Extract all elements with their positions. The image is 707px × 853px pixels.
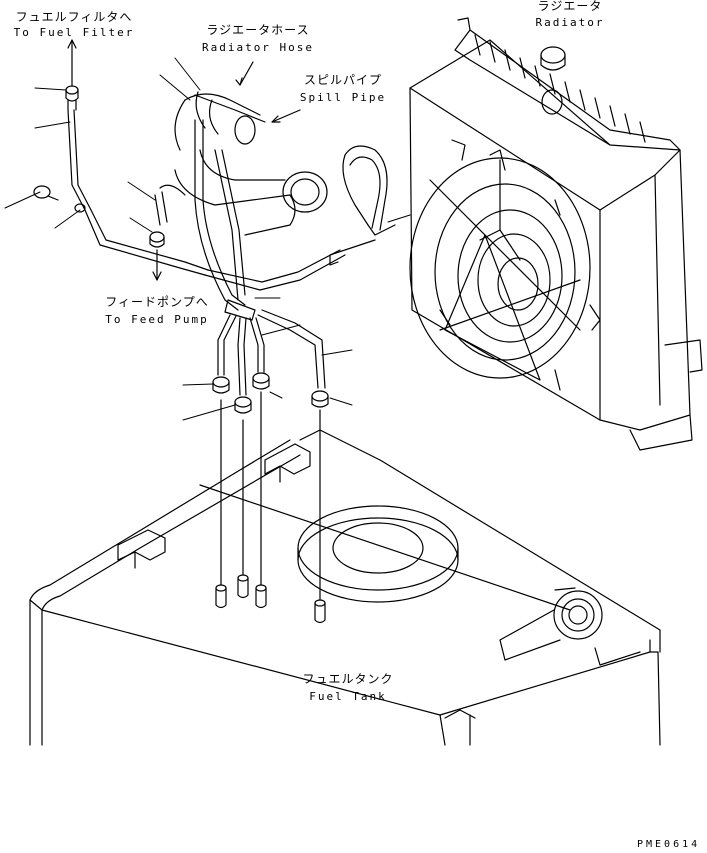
label-feed-pump-en: To Feed Pump [105,313,209,326]
leader-lines [4,57,411,421]
label-radiator-hose-jp: ラジエータホース [206,23,310,37]
label-radiator-jp: ラジエータ [537,0,603,13]
label-fuel-filter-en: To Fuel Filter [13,26,135,39]
drawing-code: PME0614 [637,839,701,850]
label-radiator-hose-en: Radiator Hose [201,41,315,54]
label-radiator-en: Radiator [535,16,605,29]
label-fuel-tank-en: Fuel Tank [309,690,387,703]
hoses-and-pipes [33,39,396,624]
label-fuel-filter-jp: フュエルフィルタへ [15,10,133,24]
radiator [409,17,703,451]
label-spill-pipe-en: Spill Pipe [299,91,387,104]
label-feed-pump-jp: フィードポンプへ [105,295,209,309]
label-fuel-tank-jp: フュエルタンク [302,672,394,686]
label-spill-pipe-jp: スピルパイプ [303,73,383,87]
fuel-tank [29,429,661,746]
